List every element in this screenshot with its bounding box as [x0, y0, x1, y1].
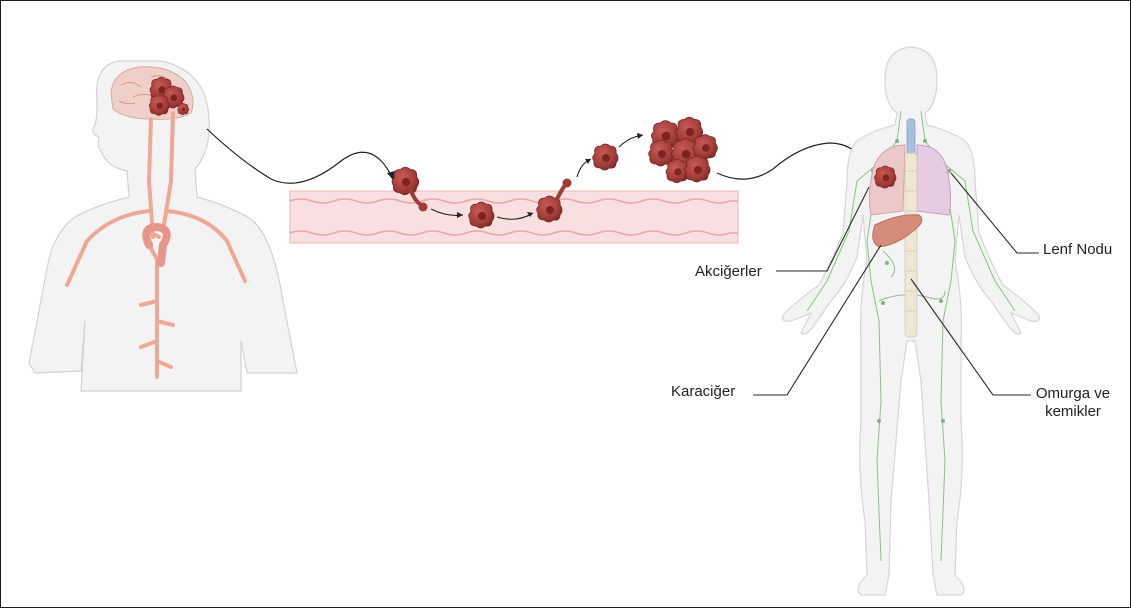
right-human-figure [783, 47, 1040, 595]
label-liver: Karaciğer [671, 383, 735, 401]
label-spine-bones: Omurga ve kemikler [1033, 385, 1113, 421]
lung-metastasis [875, 166, 896, 188]
spine [905, 153, 917, 337]
metastatic-cluster [649, 117, 718, 182]
pathway-arrow-head-to-vessel [207, 129, 393, 183]
left-human-figure [29, 61, 297, 391]
pathway-arrow-to-body [717, 143, 869, 179]
label-lungs: Akciğerler [695, 263, 762, 281]
blood-vessel [290, 191, 738, 243]
label-lymph-node: Lenf Nodu [1043, 241, 1112, 259]
